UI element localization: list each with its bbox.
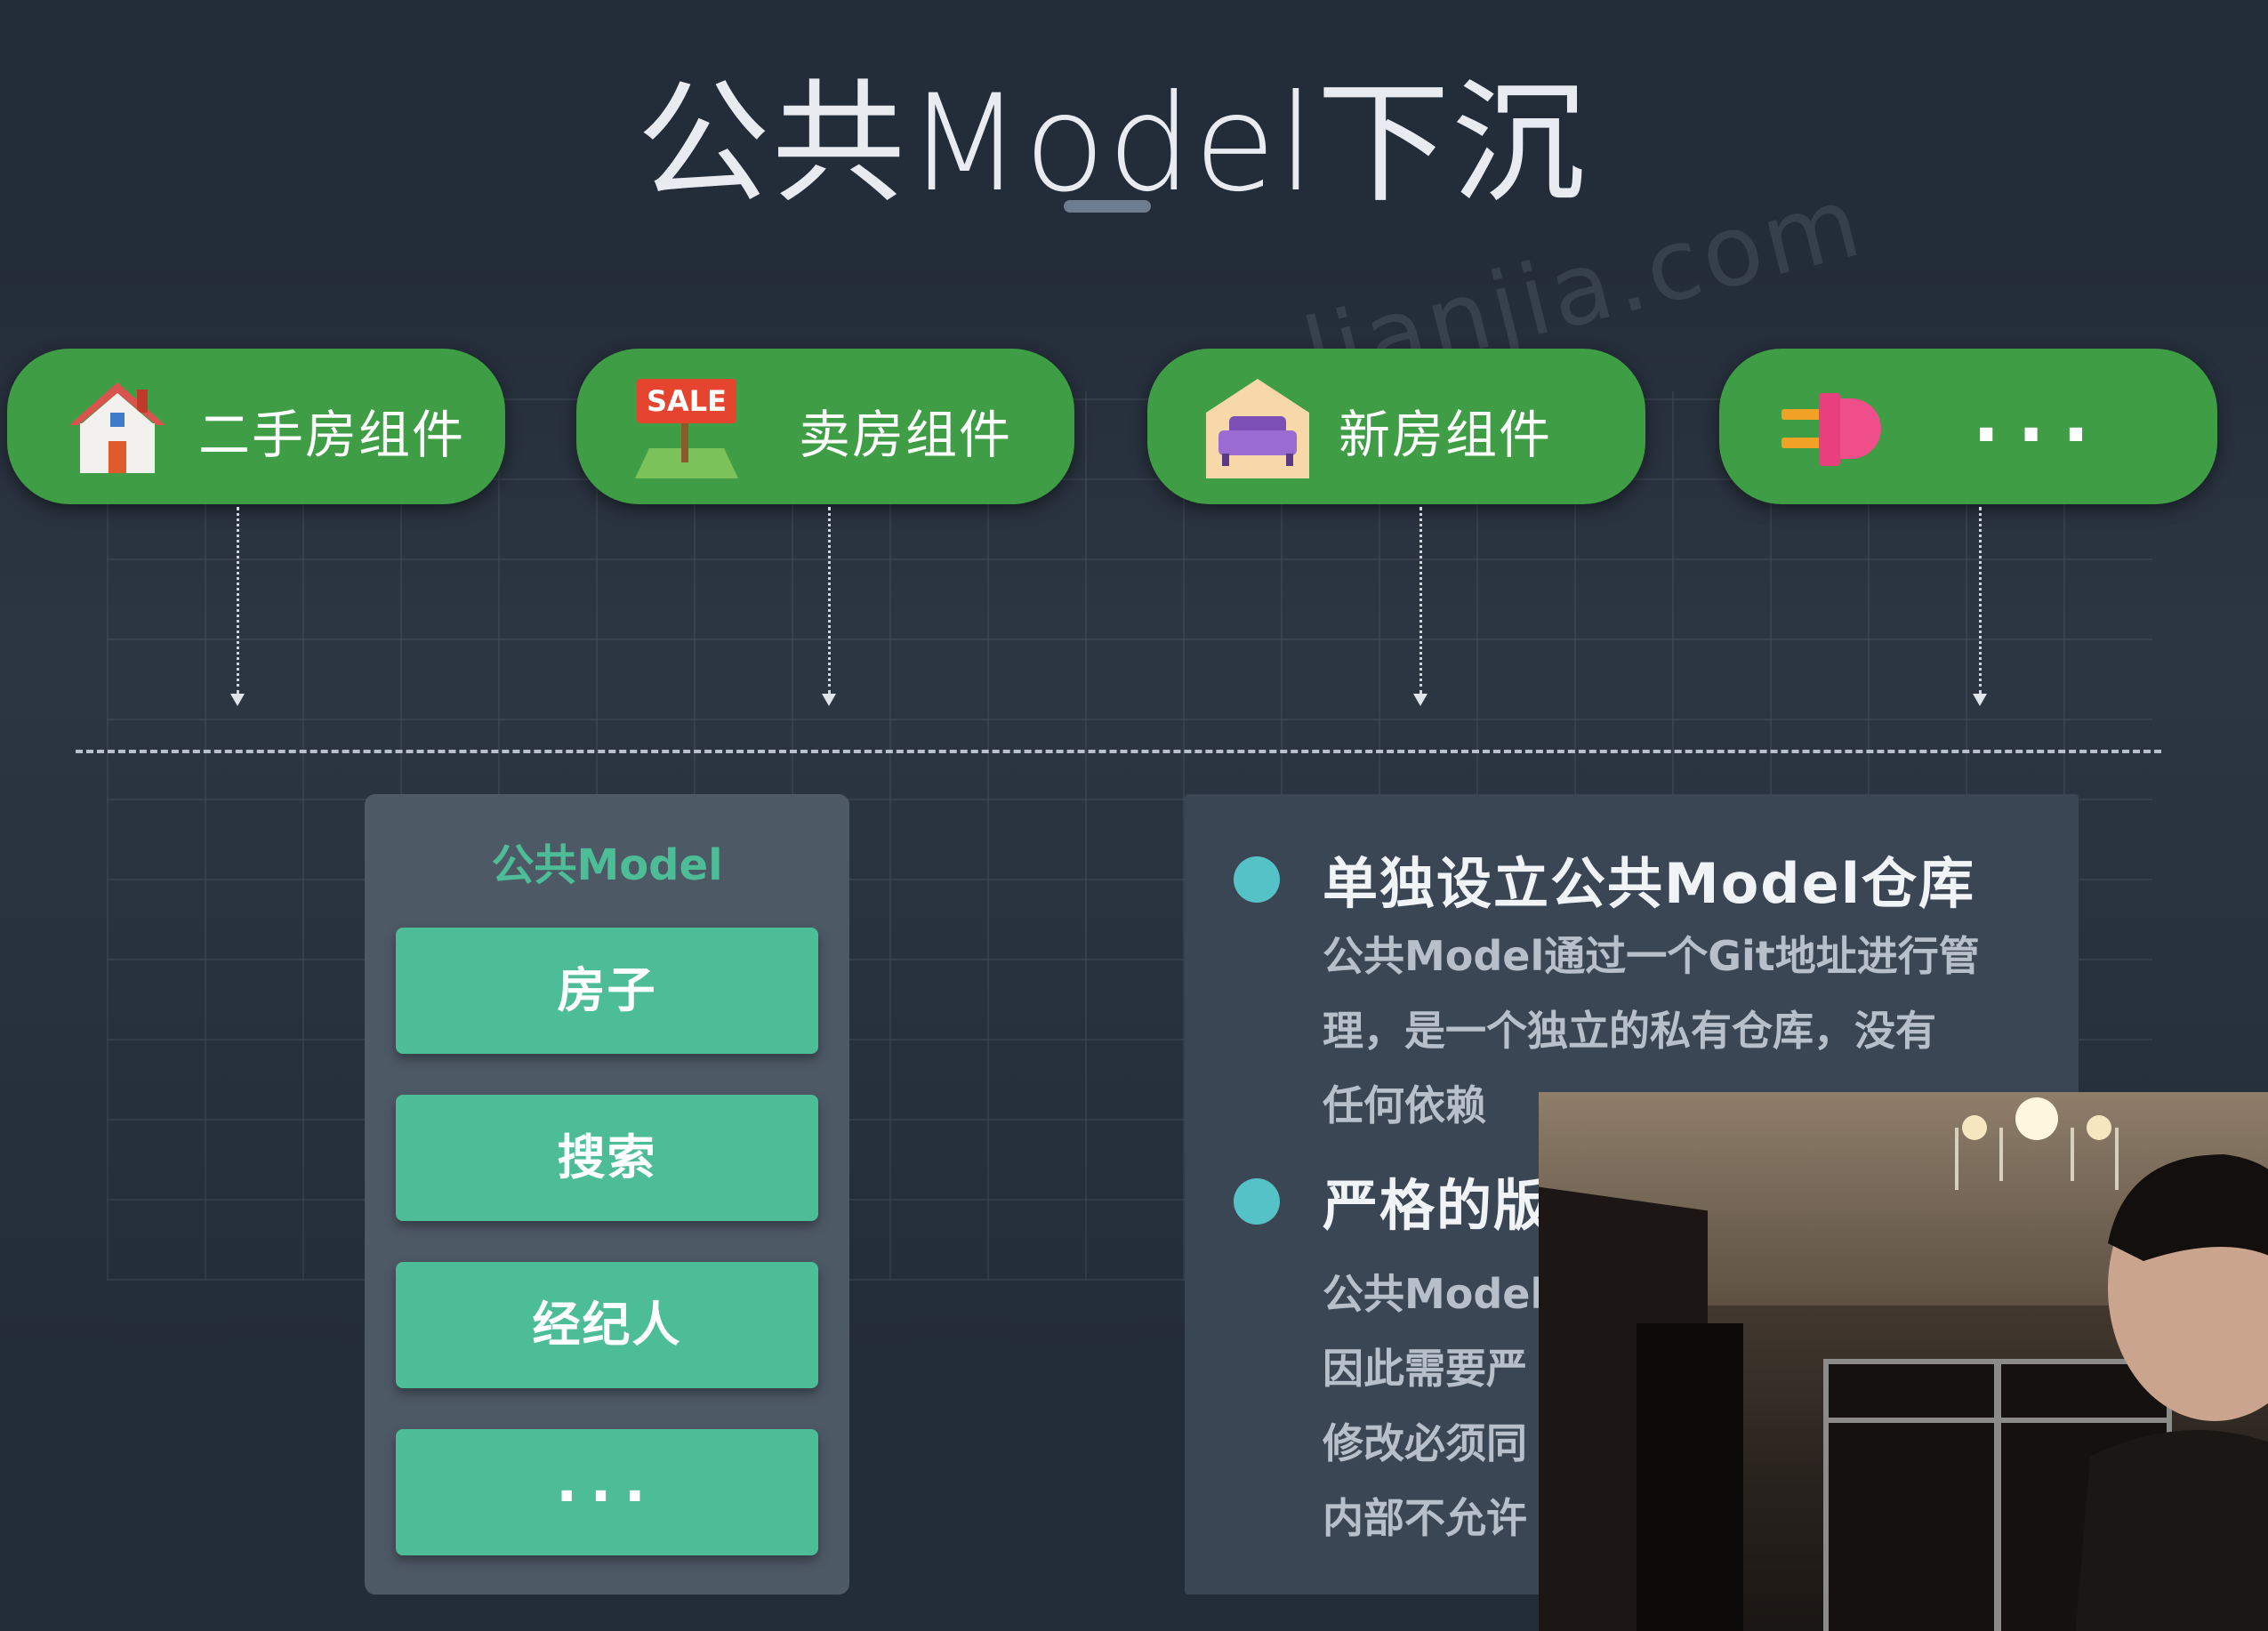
arrow-line [1420,507,1422,694]
component-label: 新房组件 [1339,405,1553,465]
arrow-head [1973,694,1987,706]
presenter-silhouette [2075,1154,2268,1631]
bullet-icon [1234,856,1280,903]
model-item: 经纪人 [396,1262,818,1388]
note-line: 公共Model通过一个Git地址进行管 [1323,932,1980,980]
layer-divider [76,750,2161,753]
title-underline [1064,200,1151,213]
model-item: 搜索 [396,1095,818,1221]
arrow-line [237,507,239,694]
note-line: 因此需要严 [1323,1345,1527,1393]
component-label: 卖房组件 [799,405,1013,465]
component-more: ... [1719,349,2217,504]
note-line: 理，是一个独立的私有仓库，没有 [1323,1007,1936,1055]
note-line: 修改必须同 [1323,1419,1527,1467]
webcam-overlay [1539,1092,2268,1631]
component-maifang: SALE 卖房组件 [576,349,1074,504]
arrow-line [828,507,831,694]
component-label: 二手房组件 [198,405,466,465]
arrow-head [230,694,245,706]
plug-icon [1781,393,1881,466]
webcam-door [1637,1323,1743,1631]
component-xinfang: 新房组件 [1147,349,1645,504]
house-icon [69,382,165,473]
model-item: ... [396,1429,818,1555]
arrow-head [822,694,836,706]
component-label: ... [1973,375,2108,458]
sale-sign-icon: SALE [635,379,738,478]
common-model-heading: 公共Model [491,840,723,890]
bullet-icon [1234,1178,1280,1225]
note-line: 公共Model [1323,1270,1545,1318]
slide-title: 公共Model下沉 [636,67,1588,221]
sale-badge-text: SALE [647,384,727,418]
component-ershoufang: 二手房组件 [7,349,505,504]
note-heading: 单独设立公共Model仓库 [1323,851,1975,916]
arrow-head [1413,694,1428,706]
note-line: 内部不允许 [1323,1494,1527,1542]
common-model-panel: 公共Model 房子 搜索 经纪人 ... [365,794,849,1595]
sofa-icon [1206,379,1309,478]
note-heading: 严格的版 [1323,1173,1551,1238]
chandelier-icon [1955,1097,2119,1190]
note-line: 任何依赖 [1323,1081,1486,1129]
model-item: 房子 [396,928,818,1054]
arrow-line [1979,507,1982,694]
